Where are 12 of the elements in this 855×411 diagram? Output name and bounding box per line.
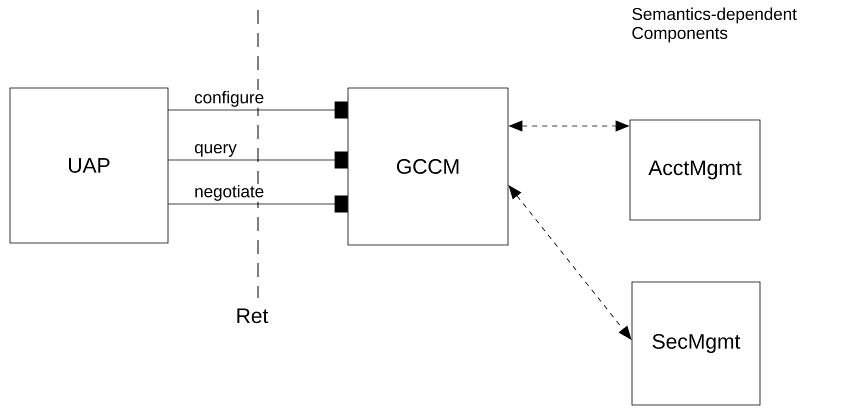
boundary-label: Ret <box>237 308 268 324</box>
edge-label: configure <box>193 90 266 108</box>
component-box: SecMgmt <box>632 282 760 406</box>
connector <box>168 102 348 118</box>
edge-label: query <box>193 143 238 158</box>
component-box: UAP <box>10 88 168 244</box>
component-box: GCCM <box>348 88 508 246</box>
edge-label: negotiate <box>193 184 266 202</box>
connector <box>168 195 348 212</box>
connector <box>168 151 348 168</box>
component-box: AcctMgmt <box>630 120 760 220</box>
heading: Semantics-dependent Components <box>632 8 797 42</box>
